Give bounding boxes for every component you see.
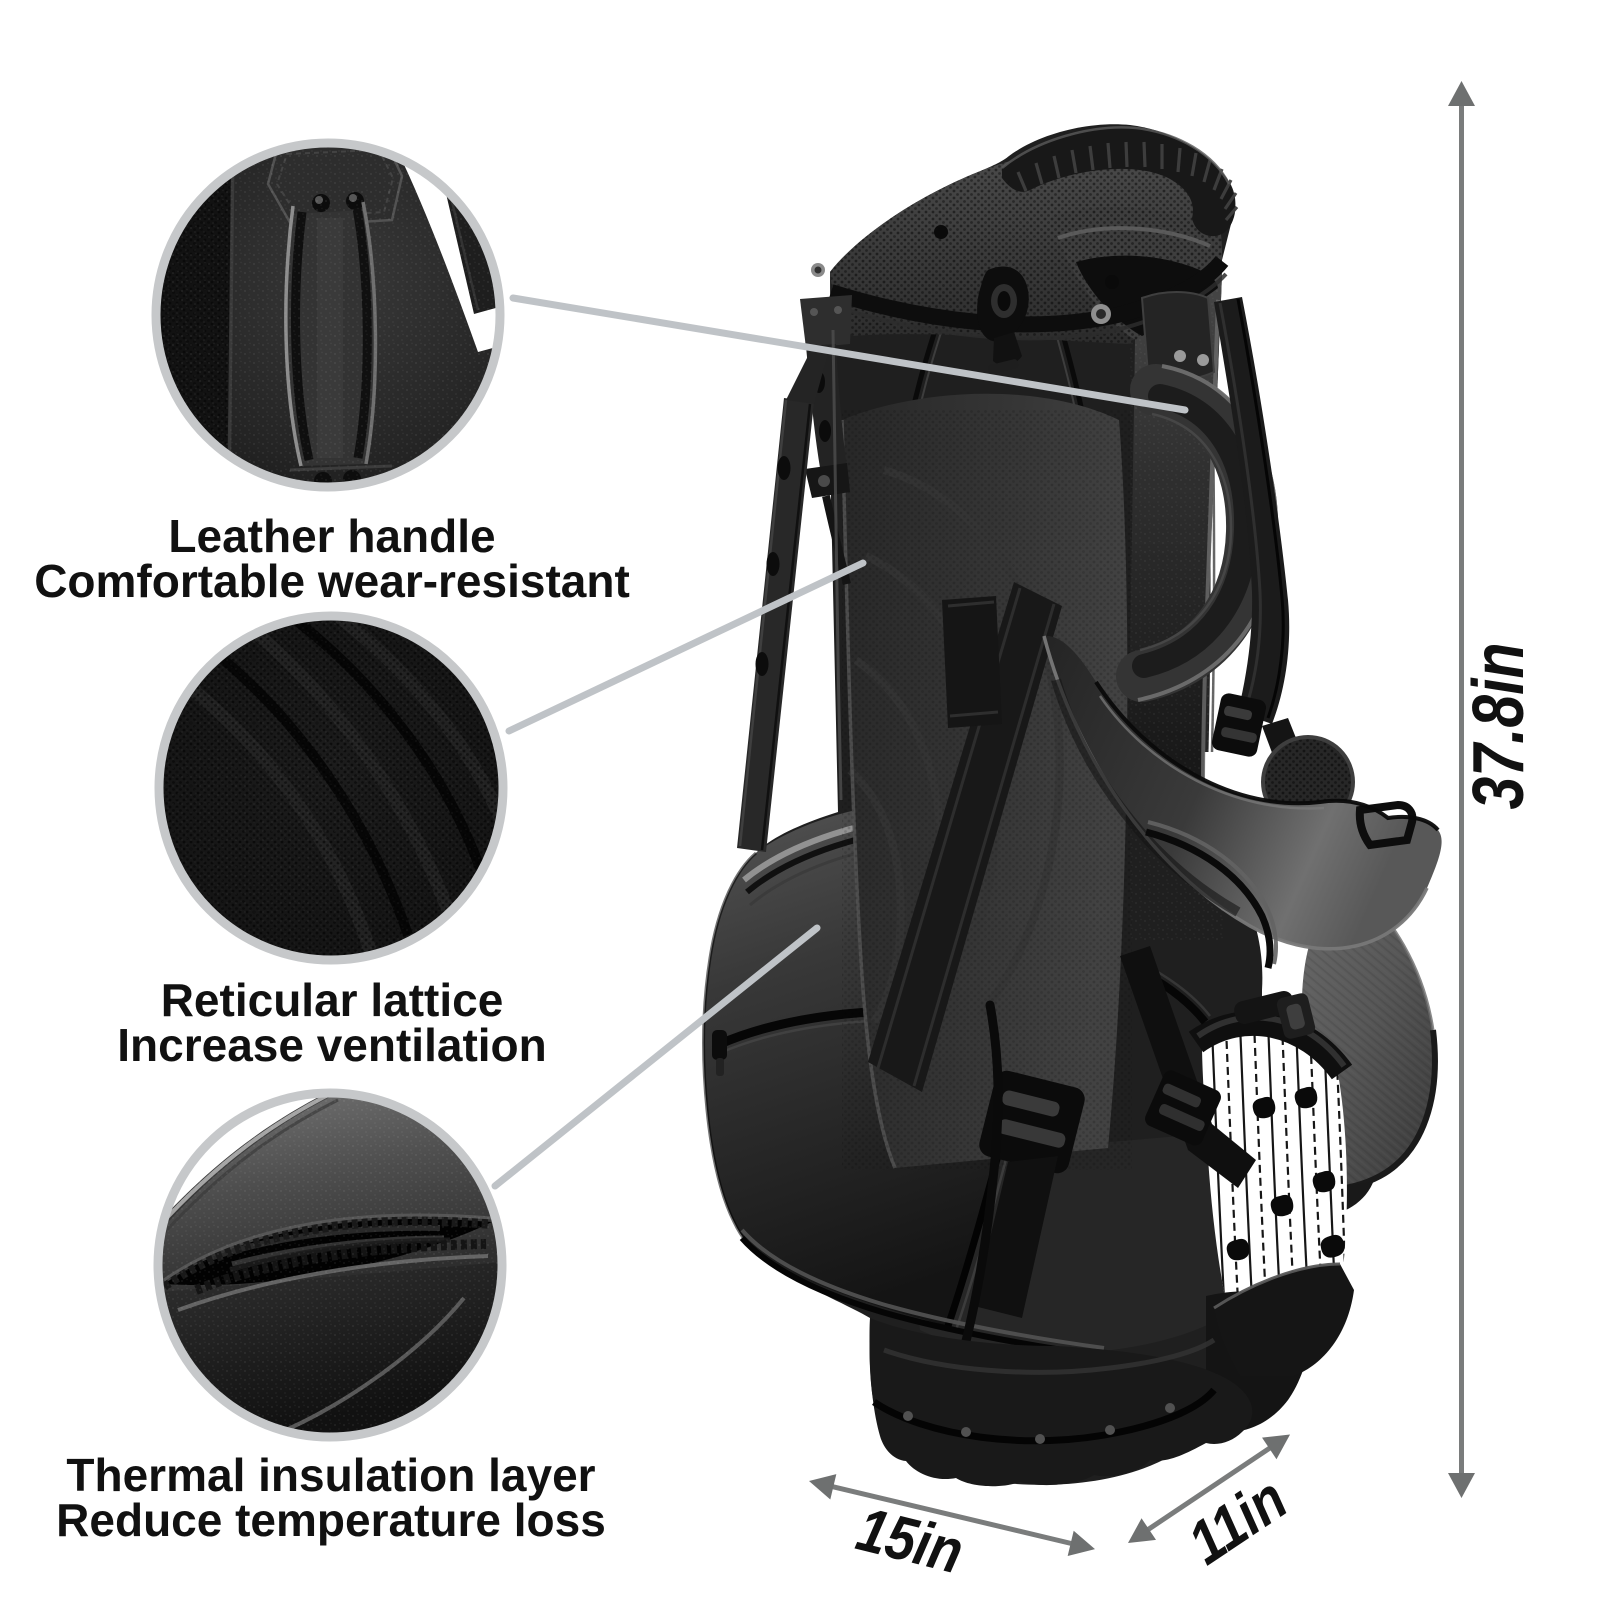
svg-text:Increase ventilation: Increase ventilation (117, 1019, 547, 1071)
svg-text:Leather handle: Leather handle (168, 510, 495, 562)
svg-text:Thermal insulation layer: Thermal insulation layer (66, 1449, 595, 1501)
svg-text:Reduce temperature loss: Reduce temperature loss (56, 1494, 606, 1546)
svg-text:Comfortable wear-resistant: Comfortable wear-resistant (34, 555, 630, 607)
svg-text:Reticular lattice: Reticular lattice (161, 974, 504, 1026)
svg-text:37.8in: 37.8in (1459, 643, 1539, 810)
